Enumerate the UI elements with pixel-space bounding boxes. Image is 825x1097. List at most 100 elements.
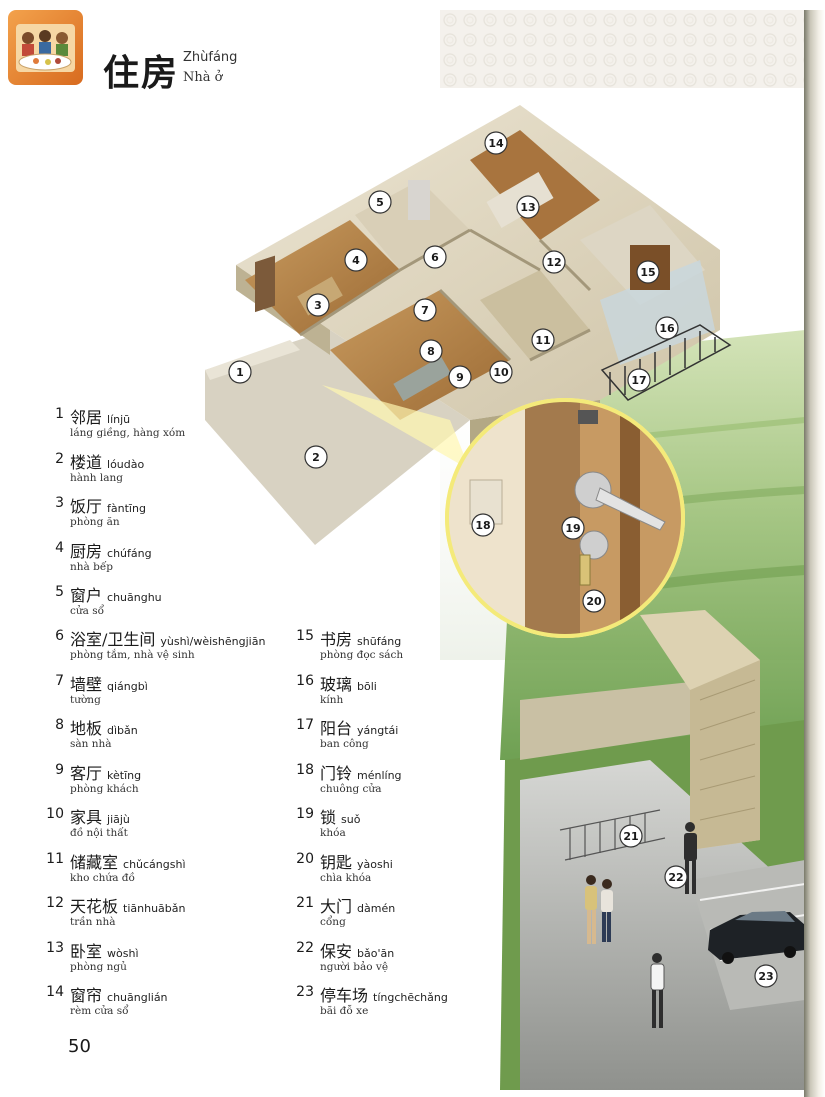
vocab-number: 11 — [46, 851, 64, 867]
vocab-pinyin: yángtái — [357, 724, 399, 737]
callout-13: 13 — [516, 195, 540, 219]
vocab-vietnamese: ban công — [320, 738, 369, 750]
vocab-vietnamese: khóa — [320, 827, 346, 839]
vocab-pinyin: lóudào — [107, 458, 145, 471]
callout-20: 20 — [582, 589, 606, 613]
vocab-vietnamese: trần nhà — [70, 916, 116, 928]
vocab-vietnamese: láng giềng, hàng xóm — [70, 427, 186, 439]
vocab-pinyin: shūfáng — [357, 635, 402, 648]
svg-text:13: 13 — [520, 201, 535, 214]
vocab-number: 8 — [55, 717, 64, 733]
vocab-number: 5 — [55, 584, 64, 600]
vocab-number: 10 — [46, 806, 64, 822]
callout-15: 15 — [636, 260, 660, 284]
vocab-number: 15 — [296, 628, 314, 644]
callout-6: 6 — [423, 245, 447, 269]
vocab-number: 1 — [55, 406, 64, 422]
vocab-pinyin: wòshì — [107, 947, 139, 960]
svg-text:10: 10 — [493, 366, 509, 379]
page-title-vietnamese: Nhà ở — [183, 70, 223, 85]
vocab-number: 12 — [46, 895, 64, 911]
svg-text:3: 3 — [314, 299, 322, 312]
vocab-vietnamese: chìa khóa — [320, 872, 372, 884]
callout-markers: 1 2 3 4 5 6 7 8 9 10 11 12 13 14 15 16 1… — [228, 131, 778, 988]
callout-12: 12 — [542, 250, 566, 274]
vocab-pinyin: tíngchēchǎng — [373, 991, 448, 1004]
vocab-vietnamese: phòng tắm, nhà vệ sinh — [70, 649, 195, 661]
callout-8: 8 — [419, 339, 443, 363]
svg-text:4: 4 — [352, 254, 360, 267]
callout-23: 23 — [754, 964, 778, 988]
vocab-pinyin: tiānhuābǎn — [123, 902, 186, 915]
svg-text:20: 20 — [586, 595, 602, 608]
callout-5: 5 — [368, 190, 392, 214]
svg-text:2: 2 — [312, 451, 320, 464]
vocab-pinyin: jiājù — [107, 813, 130, 826]
callout-3: 3 — [306, 293, 330, 317]
vocab-number: 13 — [46, 940, 64, 956]
vocab-vietnamese: cửa sổ — [70, 605, 105, 617]
callout-11: 11 — [531, 328, 555, 352]
vocab-pinyin: bǎo'ān — [357, 947, 395, 960]
vocab-vietnamese: kho chứa đồ — [70, 872, 135, 884]
callout-9: 9 — [448, 365, 472, 389]
svg-text:9: 9 — [456, 371, 464, 384]
vocab-vietnamese: phòng ngủ — [70, 961, 127, 973]
callout-17: 17 — [627, 368, 651, 392]
callout-18: 18 — [471, 513, 495, 537]
vocab-pinyin: chuānglián — [107, 991, 168, 1004]
vocab-vietnamese: nhà bếp — [70, 561, 114, 573]
header-pattern — [440, 10, 805, 88]
svg-text:6: 6 — [431, 251, 439, 264]
callout-10: 10 — [489, 360, 513, 384]
vocab-number: 9 — [55, 762, 64, 778]
vocab-pinyin: chuānghu — [107, 591, 162, 604]
vocab-pinyin: chúfáng — [107, 547, 152, 560]
vocab-vietnamese: cổng — [320, 916, 346, 928]
page-number: 50 — [68, 1036, 91, 1057]
vocab-vietnamese: bãi đỗ xe — [320, 1005, 369, 1017]
callout-7: 7 — [413, 298, 437, 322]
vocab-pinyin: fàntīng — [107, 502, 146, 515]
svg-text:21: 21 — [623, 830, 638, 843]
svg-text:14: 14 — [488, 137, 504, 150]
page-title: 住房 — [103, 52, 180, 94]
vocab-vietnamese: chuông cửa — [320, 783, 382, 795]
vocab-vietnamese: phòng đọc sách — [320, 649, 404, 661]
vocab-number: 17 — [296, 717, 314, 733]
vocab-pinyin: dàmén — [357, 902, 396, 915]
vocab-number: 22 — [296, 940, 314, 956]
svg-text:8: 8 — [427, 345, 435, 358]
svg-text:17: 17 — [631, 374, 646, 387]
vocab-vietnamese: người bảo vệ — [320, 961, 389, 973]
page-title-pinyin: Zhùfáng — [183, 50, 238, 65]
vocab-vietnamese: sàn nhà — [70, 738, 112, 750]
vocab-pinyin: suǒ — [341, 813, 361, 826]
